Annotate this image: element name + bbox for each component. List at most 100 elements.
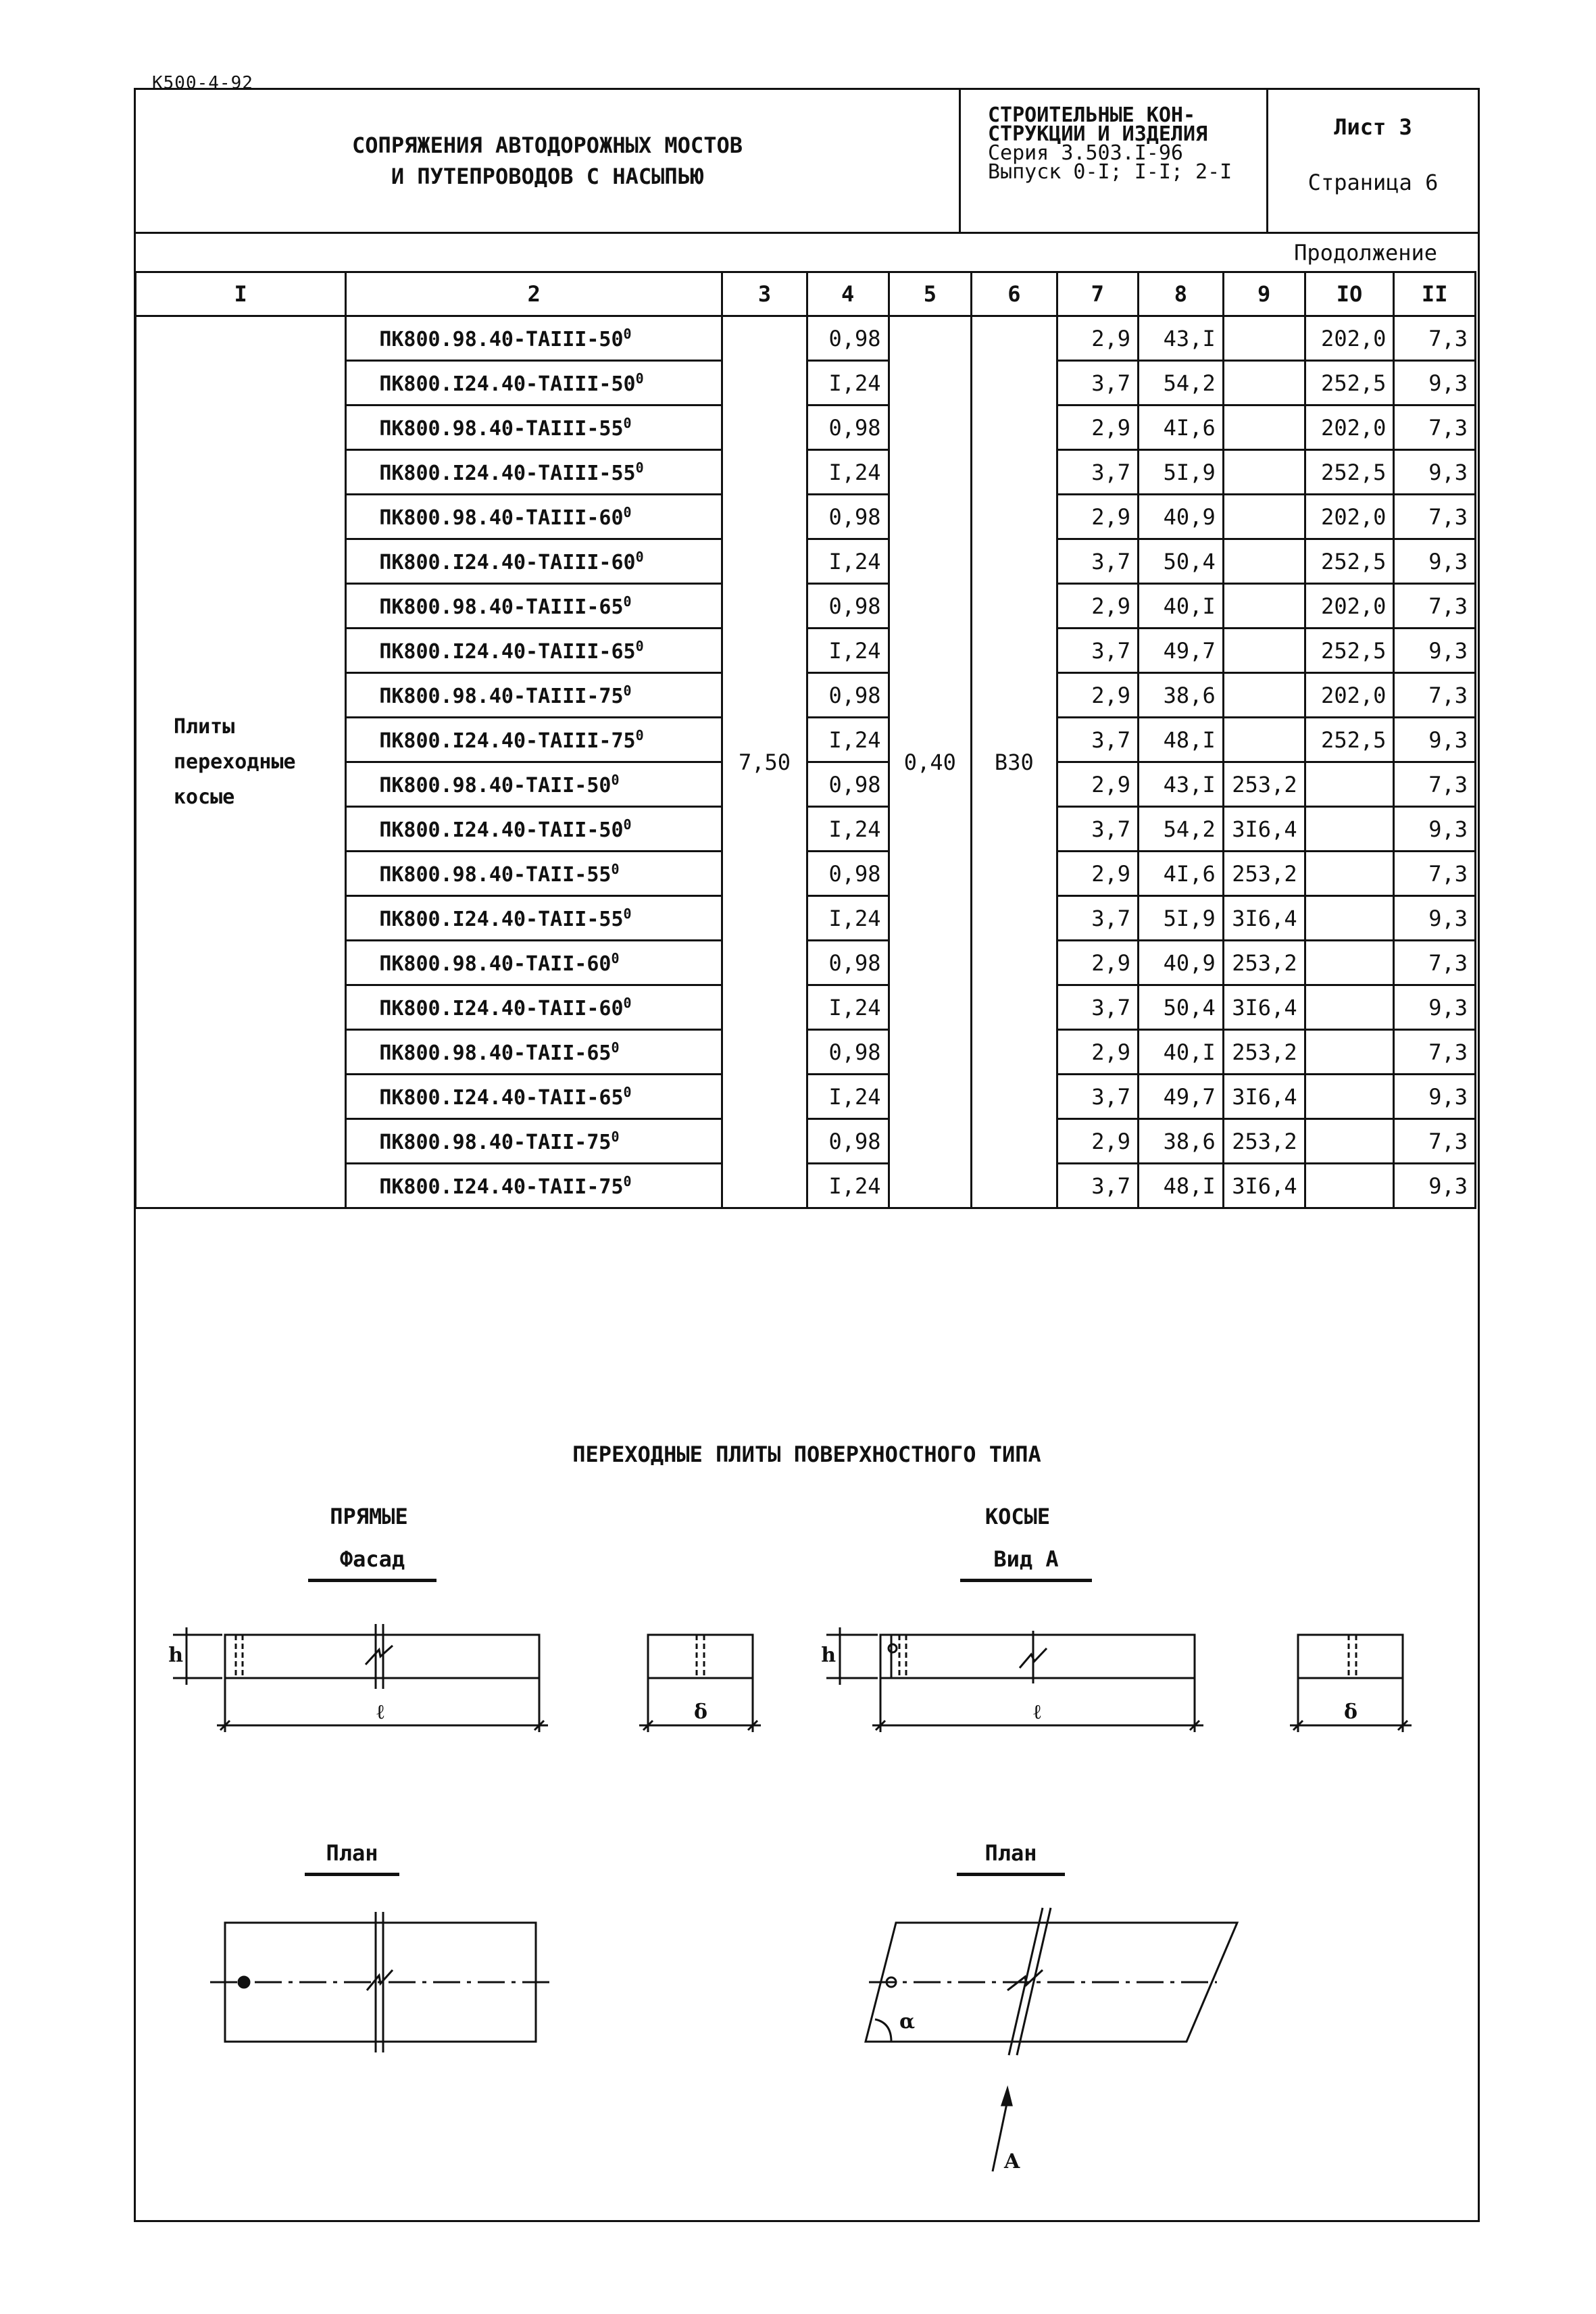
col8-value: 48,I <box>1137 716 1224 763</box>
col9-value: 3I6,4 <box>1222 984 1306 1031</box>
col9-value <box>1222 716 1306 763</box>
column-header-9: 9 <box>1222 271 1306 317</box>
col7-value: 2,9 <box>1055 761 1140 808</box>
col7-value: 2,9 <box>1055 583 1140 629</box>
col9-value <box>1222 583 1306 629</box>
series-line-1: СТРОИТЕЛЬНЫЕ КОН- <box>988 103 1196 127</box>
col4-value: 0,98 <box>805 939 890 986</box>
col4-value: 0,98 <box>805 404 890 451</box>
plate-mark-text: ПК800.98.40-ТАIII-65 <box>379 595 624 619</box>
col7-value: 3,7 <box>1055 984 1140 1031</box>
drawing-area: ПЕРЕХОДНЫЕ ПЛИТЫ ПОВЕРХНОСТНОГО ТИПА ПРЯ… <box>136 1327 1478 2220</box>
col4-value: 0,98 <box>805 1118 890 1164</box>
col8-value: 5I,9 <box>1137 449 1224 495</box>
label-skew: КОСЫЕ <box>984 1504 1051 1529</box>
col10-value <box>1303 984 1395 1031</box>
plate-mark: ПК800.I24.40-ТАII-500 <box>345 806 724 852</box>
section-skew <box>1290 1633 1412 1732</box>
col11-value: 7,3 <box>1393 761 1476 808</box>
plan-label-right: План <box>957 1840 1065 1876</box>
title-line-2: И ПУТЕПРОВОДОВ С НАСЫПЬЮ <box>391 164 704 189</box>
col4-value: I,24 <box>805 360 890 406</box>
col10-value <box>1303 939 1395 986</box>
plate-mark-text: ПК800.98.40-ТАIII-75 <box>379 684 624 708</box>
degree-sign: 0 <box>623 905 632 922</box>
col9-value <box>1222 449 1306 495</box>
col11-value: 9,3 <box>1393 538 1476 585</box>
degree-sign: 0 <box>611 771 620 788</box>
column-header-5: 5 <box>887 271 973 317</box>
col8-value: 43,I <box>1137 315 1224 362</box>
col10-value <box>1303 1029 1395 1075</box>
col11-value: 9,3 <box>1393 360 1476 406</box>
col8-value: 54,2 <box>1137 360 1224 406</box>
plate-mark: ПК800.98.40-ТАIII-600 <box>345 493 724 540</box>
sheet-info: Лист 3 Страница 6 <box>1266 90 1478 232</box>
col4-value: 0,98 <box>805 315 890 362</box>
col8-value: 40,I <box>1137 583 1224 629</box>
col10-value: 202,0 <box>1303 404 1395 451</box>
col8-value: 49,7 <box>1137 627 1224 674</box>
plate-mark: ПК800.I24.40-ТАII-600 <box>345 984 724 1031</box>
page-number: Страница 6 <box>1307 170 1439 195</box>
plate-mark-text: ПК800.I24.40-ТАIII-65 <box>379 639 636 664</box>
col9-value: 253,2 <box>1222 850 1306 897</box>
col7-value: 3,7 <box>1055 716 1140 763</box>
col4-value: I,24 <box>805 984 890 1031</box>
col8-value: 43,I <box>1137 761 1224 808</box>
column-header-11: II <box>1393 271 1476 317</box>
col7-value: 3,7 <box>1055 538 1140 585</box>
col10-value <box>1303 1118 1395 1164</box>
col4-value: I,24 <box>805 538 890 585</box>
col9-value: 3I6,4 <box>1222 1073 1306 1120</box>
col7-value: 3,7 <box>1055 806 1140 852</box>
col9-value <box>1222 627 1306 674</box>
col4-value: I,24 <box>805 1073 890 1120</box>
col8-value: 4I,6 <box>1137 850 1224 897</box>
dim-height-left: h <box>168 1644 183 1667</box>
col4-value: 0,98 <box>805 583 890 629</box>
title-block: СОПРЯЖЕНИЯ АВТОДОРОЖНЫХ МОСТОВ И ПУТЕПРО… <box>136 90 1478 234</box>
col11-value: 9,3 <box>1393 716 1476 763</box>
col4-value: 0,98 <box>805 1029 890 1075</box>
plate-mark: ПК800.98.40-ТАII-750 <box>345 1118 724 1164</box>
col7-value: 2,9 <box>1055 493 1140 540</box>
dim-width-right: δ <box>1344 1700 1357 1724</box>
col4-value: I,24 <box>805 716 890 763</box>
degree-sign: 0 <box>623 1173 632 1189</box>
col10-value: 202,0 <box>1303 315 1395 362</box>
plate-mark: ПК800.I24.40-ТАIII-550 <box>345 449 724 495</box>
plate-mark: ПК800.I24.40-ТАIII-500 <box>345 360 724 406</box>
degree-sign: 0 <box>611 950 620 966</box>
col8-value: 40,9 <box>1137 493 1224 540</box>
column-header-1: I <box>134 271 347 317</box>
facade-skew <box>826 1627 1203 1732</box>
col4-value: I,24 <box>805 627 890 674</box>
col3-value: 7,50 <box>721 315 808 1209</box>
column-header-7: 7 <box>1055 271 1140 317</box>
column-header-4: 4 <box>805 271 890 317</box>
col8-value: 40,I <box>1137 1029 1224 1075</box>
document-code: К500-4-92 <box>152 73 253 93</box>
degree-sign: 0 <box>635 459 644 476</box>
col4-value: 0,98 <box>805 850 890 897</box>
plate-mark-text: ПК800.I24.40-ТАIII-50 <box>379 372 636 396</box>
col8-value: 48,I <box>1137 1162 1224 1209</box>
col4-value: I,24 <box>805 1162 890 1209</box>
degree-sign: 0 <box>623 325 632 342</box>
col8-value: 50,4 <box>1137 538 1224 585</box>
col7-value: 2,9 <box>1055 1029 1140 1075</box>
degree-sign: 0 <box>623 503 632 520</box>
col10-value <box>1303 806 1395 852</box>
column-header-10: IO <box>1303 271 1395 317</box>
plate-mark: ПК800.98.40-ТАII-500 <box>345 761 724 808</box>
col10-value <box>1303 895 1395 941</box>
col9-value: 253,2 <box>1222 761 1306 808</box>
col9-value: 3I6,4 <box>1222 1162 1306 1209</box>
degree-sign: 0 <box>623 816 632 833</box>
